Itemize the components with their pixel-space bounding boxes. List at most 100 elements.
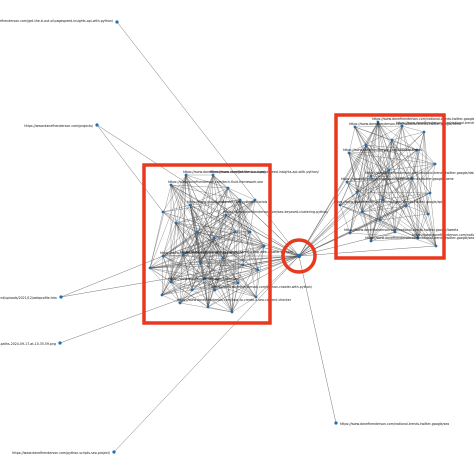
left-cluster-label: https://www.danefhenderson.com/python-tu… [187, 200, 268, 204]
left-cluster-node [230, 310, 234, 314]
right-cluster-edge [370, 175, 384, 201]
left-cluster-edge [170, 174, 187, 283]
left-cluster-node [161, 210, 165, 214]
right-cluster-edge [379, 169, 390, 221]
left-cluster-edge [189, 204, 251, 233]
right-cluster-edge [391, 139, 407, 207]
right-cluster-edge [370, 199, 384, 242]
hub-edge [149, 255, 300, 269]
right-cluster-edge [379, 219, 419, 239]
hub-node [296, 253, 302, 259]
left-cluster-edge [191, 289, 233, 313]
left-cluster-edge [185, 174, 265, 247]
hub-edge [298, 144, 367, 257]
right-cluster-edge [405, 177, 413, 207]
left-cluster-node [160, 293, 164, 297]
right-cluster-edge [394, 231, 437, 247]
right-cluster-edge [379, 205, 407, 221]
outlier-node [112, 450, 116, 454]
left-cluster-edge [170, 281, 193, 291]
left-cluster-edge [231, 296, 257, 313]
right-cluster-node [434, 244, 438, 248]
outlier-label: https://www.danefhenderson.com/national-… [340, 422, 449, 426]
right-cluster-edge [361, 205, 407, 213]
left-cluster-edge [175, 199, 256, 224]
hub-edge [298, 169, 390, 257]
right-cluster-edge [361, 199, 384, 213]
left-cluster-edge [170, 184, 251, 233]
left-cluster-node [161, 254, 165, 258]
outlier-label: https://www.danefhenderson.com/projects/ [24, 124, 94, 128]
left-cluster-edge [162, 231, 236, 257]
left-cluster-edge [227, 187, 256, 201]
right-cluster-label: https://www.danefhenderson.com/national-… [344, 228, 459, 232]
right-cluster-edge [427, 213, 437, 247]
right-cluster-edge [361, 139, 393, 213]
left-cluster-edge [162, 222, 177, 257]
hub-highlight-circle [281, 238, 317, 274]
right-cluster-edge [391, 125, 403, 141]
right-cluster-edge [339, 204, 419, 239]
left-cluster-node [262, 244, 266, 248]
right-cluster-edge [361, 144, 367, 213]
left-cluster-edge [162, 174, 187, 213]
left-cluster-edge [149, 211, 164, 269]
left-cluster-edge [170, 184, 201, 263]
left-cluster-node [211, 173, 215, 177]
right-cluster-edge [354, 126, 384, 201]
left-cluster-edge [170, 184, 177, 224]
left-cluster-edge [231, 231, 251, 313]
right-cluster-highlight-box [334, 113, 446, 260]
left-cluster-label: https://www.danefhenderson.com/twitter-a… [168, 277, 239, 281]
left-cluster-edge [161, 245, 265, 296]
left-cluster-node [181, 253, 185, 257]
left-cluster-edge [182, 254, 244, 266]
left-cluster-edge [175, 222, 257, 298]
left-cluster-label: https://www.danefhenderson.com/bulk-seo-… [160, 251, 243, 255]
left-cluster-edge [189, 187, 229, 206]
left-cluster-node [233, 230, 237, 234]
outlier-node [59, 295, 63, 299]
left-cluster-edge [161, 277, 206, 296]
right-cluster-edge [346, 181, 429, 215]
outlier-edge [298, 255, 337, 424]
right-cluster-node [415, 148, 419, 152]
left-cluster-edge [161, 257, 224, 296]
right-cluster-node [426, 212, 430, 216]
left-cluster-edge [162, 204, 191, 213]
right-cluster-edge [356, 191, 396, 233]
right-cluster-edge [346, 144, 367, 183]
left-cluster-edge [249, 199, 256, 233]
left-cluster-edge [204, 277, 239, 284]
left-cluster-edge [231, 269, 259, 313]
hub-edge [298, 205, 407, 257]
right-cluster-edge [405, 131, 425, 207]
hub-edge [170, 255, 300, 283]
left-cluster-edge [231, 245, 265, 313]
left-cluster-edge [207, 237, 215, 308]
right-cluster-node [348, 231, 352, 235]
right-cluster-edge [382, 139, 393, 201]
hub-edge [234, 231, 300, 257]
left-cluster-node [221, 256, 225, 260]
left-cluster-edge [189, 204, 236, 233]
left-cluster-label: https://www.danefhenderson.com/screaming… [180, 250, 294, 254]
right-cluster-edge [401, 125, 413, 179]
right-cluster-edge [370, 231, 396, 242]
right-cluster-edge [354, 126, 418, 151]
right-cluster-edge [346, 175, 372, 183]
outlier-edge [96, 124, 164, 213]
right-cluster-edge [382, 199, 407, 207]
outlier-edge [113, 255, 300, 453]
left-cluster-node [253, 198, 257, 202]
right-cluster-edge [346, 181, 372, 242]
left-cluster-node [224, 213, 228, 217]
right-cluster-edge [356, 131, 425, 193]
right-cluster-edge [356, 144, 367, 193]
right-cluster-node [416, 236, 420, 240]
left-cluster-edge [170, 184, 229, 189]
left-cluster-edge [231, 231, 236, 313]
right-cluster-edge [361, 169, 390, 213]
left-cluster-edge [239, 199, 257, 298]
left-cluster-node [241, 263, 245, 267]
